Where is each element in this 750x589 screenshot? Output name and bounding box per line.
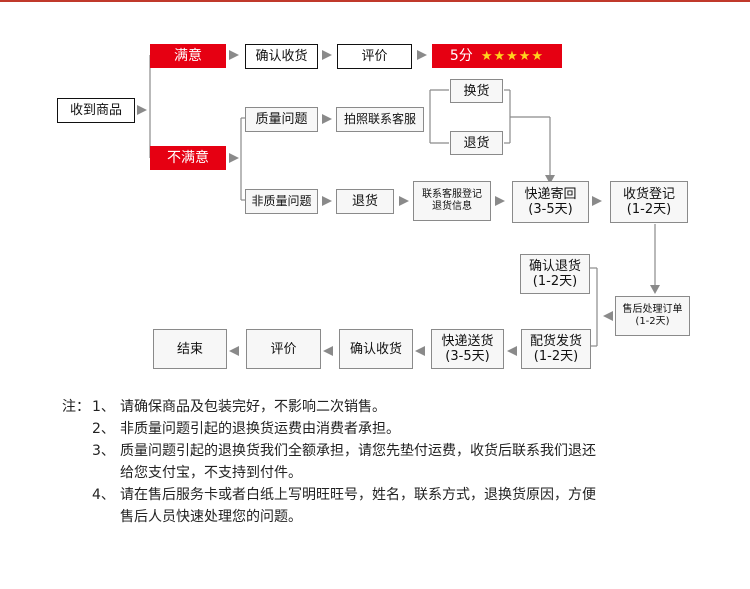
note-text: 非质量问题引起的退换货运费由消费者承担。 <box>120 421 400 437</box>
confirm-receipt2-label: 确认收货 <box>349 341 402 357</box>
return2-label: 退货 <box>351 194 378 209</box>
rating-box: 5分 ★★★★★ <box>432 44 562 68</box>
satisfied-box: 满意 <box>150 44 226 68</box>
ship-goods-box: 配货发货 (1-2天) <box>521 329 591 369</box>
photo-contact-label: 拍照联系客服 <box>343 112 416 126</box>
exchange-label: 换货 <box>463 83 490 99</box>
receive-register-box: 收货登记 (1-2天) <box>610 181 688 223</box>
note-number: 1、 <box>92 399 115 415</box>
note-item-4: 4、 请在售后服务卡或者白纸上写明旺旺号，姓名，联系方式，退换货原因，方便 <box>62 484 680 506</box>
express-deliver-line1: 快递送货 <box>441 334 494 349</box>
quality-issue-label: 质量问题 <box>255 112 308 127</box>
ship-goods-line2: (1-2天) <box>533 349 579 364</box>
receive-register-line2: (1-2天) <box>626 202 672 217</box>
unsatisfied-box: 不满意 <box>150 146 226 170</box>
note-item-2: 2、 非质量问题引起的退换货运费由消费者承担。 <box>62 418 680 440</box>
review-box: 评价 <box>337 44 412 69</box>
note-text: 请确保商品及包装完好，不影响二次销售。 <box>120 399 386 415</box>
note-item-4-cont: 售后人员快速处理您的问题。 <box>62 506 680 528</box>
non-quality-issue-box: 非质量问题 <box>245 189 318 214</box>
top-rule <box>0 0 750 2</box>
note-text: 质量问题引起的退换货我们全额承担，请您先垫付运费，收货后联系我们退还 <box>120 443 596 459</box>
after-sale-order-box: 售后处理订单 (1-2天) <box>615 296 690 336</box>
confirm-return-line2: (1-2天) <box>532 274 578 289</box>
unsatisfied-label: 不满意 <box>167 149 209 166</box>
confirm-receipt2-box: 确认收货 <box>339 329 413 369</box>
review2-box: 评价 <box>246 329 321 369</box>
after-sale-order-line2: (1-2天) <box>635 316 670 327</box>
note-text-continued: 售后人员快速处理您的问题。 <box>120 509 302 525</box>
ship-goods-line1: 配货发货 <box>529 334 582 349</box>
note-text-continued: 给您支付宝，不支持到付件。 <box>120 465 302 481</box>
confirm-return-box: 确认退货 (1-2天) <box>520 254 590 294</box>
exchange-box: 换货 <box>450 79 503 103</box>
receive-register-line1: 收货登记 <box>622 187 675 202</box>
review2-label: 评价 <box>270 341 297 357</box>
note-text: 请在售后服务卡或者白纸上写明旺旺号，姓名，联系方式，退换货原因，方便 <box>120 487 596 503</box>
notes-prefix: 注： <box>62 399 90 415</box>
end-box: 结束 <box>153 329 227 369</box>
confirm-receipt-box: 确认收货 <box>245 44 318 69</box>
satisfied-label: 满意 <box>174 47 202 64</box>
non-quality-issue-label: 非质量问题 <box>251 194 312 208</box>
note-number: 4、 <box>92 487 115 503</box>
received-goods-box: 收到商品 <box>57 98 135 123</box>
return-box: 退货 <box>450 131 503 155</box>
end-label: 结束 <box>176 341 203 357</box>
note-number: 2、 <box>92 421 115 437</box>
note-item-3: 3、 质量问题引起的退换货我们全额承担，请您先垫付运费，收货后联系我们退还 <box>62 440 680 462</box>
express-deliver-line2: (3-5天) <box>445 349 490 364</box>
express-send-back-line1: 快递寄回 <box>524 187 577 202</box>
quality-issue-box: 质量问题 <box>245 107 318 132</box>
rating-label: 5分 <box>449 47 473 64</box>
review-label: 评价 <box>361 49 388 64</box>
confirm-receipt-label: 确认收货 <box>255 49 308 64</box>
after-sale-order-line1: 售后处理订单 <box>622 304 683 315</box>
photo-contact-box: 拍照联系客服 <box>336 107 424 132</box>
express-send-back-line2: (3-5天) <box>528 202 573 217</box>
note-item-3-cont: 给您支付宝，不支持到付件。 <box>62 462 680 484</box>
register-return-line1: 联系客服登记 <box>422 189 482 200</box>
express-send-back-box: 快递寄回 (3-5天) <box>512 181 589 223</box>
return-label: 退货 <box>463 135 490 151</box>
note-number: 3、 <box>92 443 115 459</box>
register-return-box: 联系客服登记 退货信息 <box>413 181 491 221</box>
confirm-return-line1: 确认退货 <box>528 259 581 274</box>
received-goods-label: 收到商品 <box>69 103 122 118</box>
express-deliver-box: 快递送货 (3-5天) <box>431 329 504 369</box>
notes-section: 注： 1、 请确保商品及包装完好，不影响二次销售。 2、 非质量问题引起的退换货… <box>62 396 680 528</box>
return2-box: 退货 <box>336 189 394 214</box>
star-rating-icon: ★★★★★ <box>480 48 545 64</box>
register-return-line2: 退货信息 <box>432 201 472 212</box>
note-item-1: 注： 1、 请确保商品及包装完好，不影响二次销售。 <box>62 396 680 418</box>
